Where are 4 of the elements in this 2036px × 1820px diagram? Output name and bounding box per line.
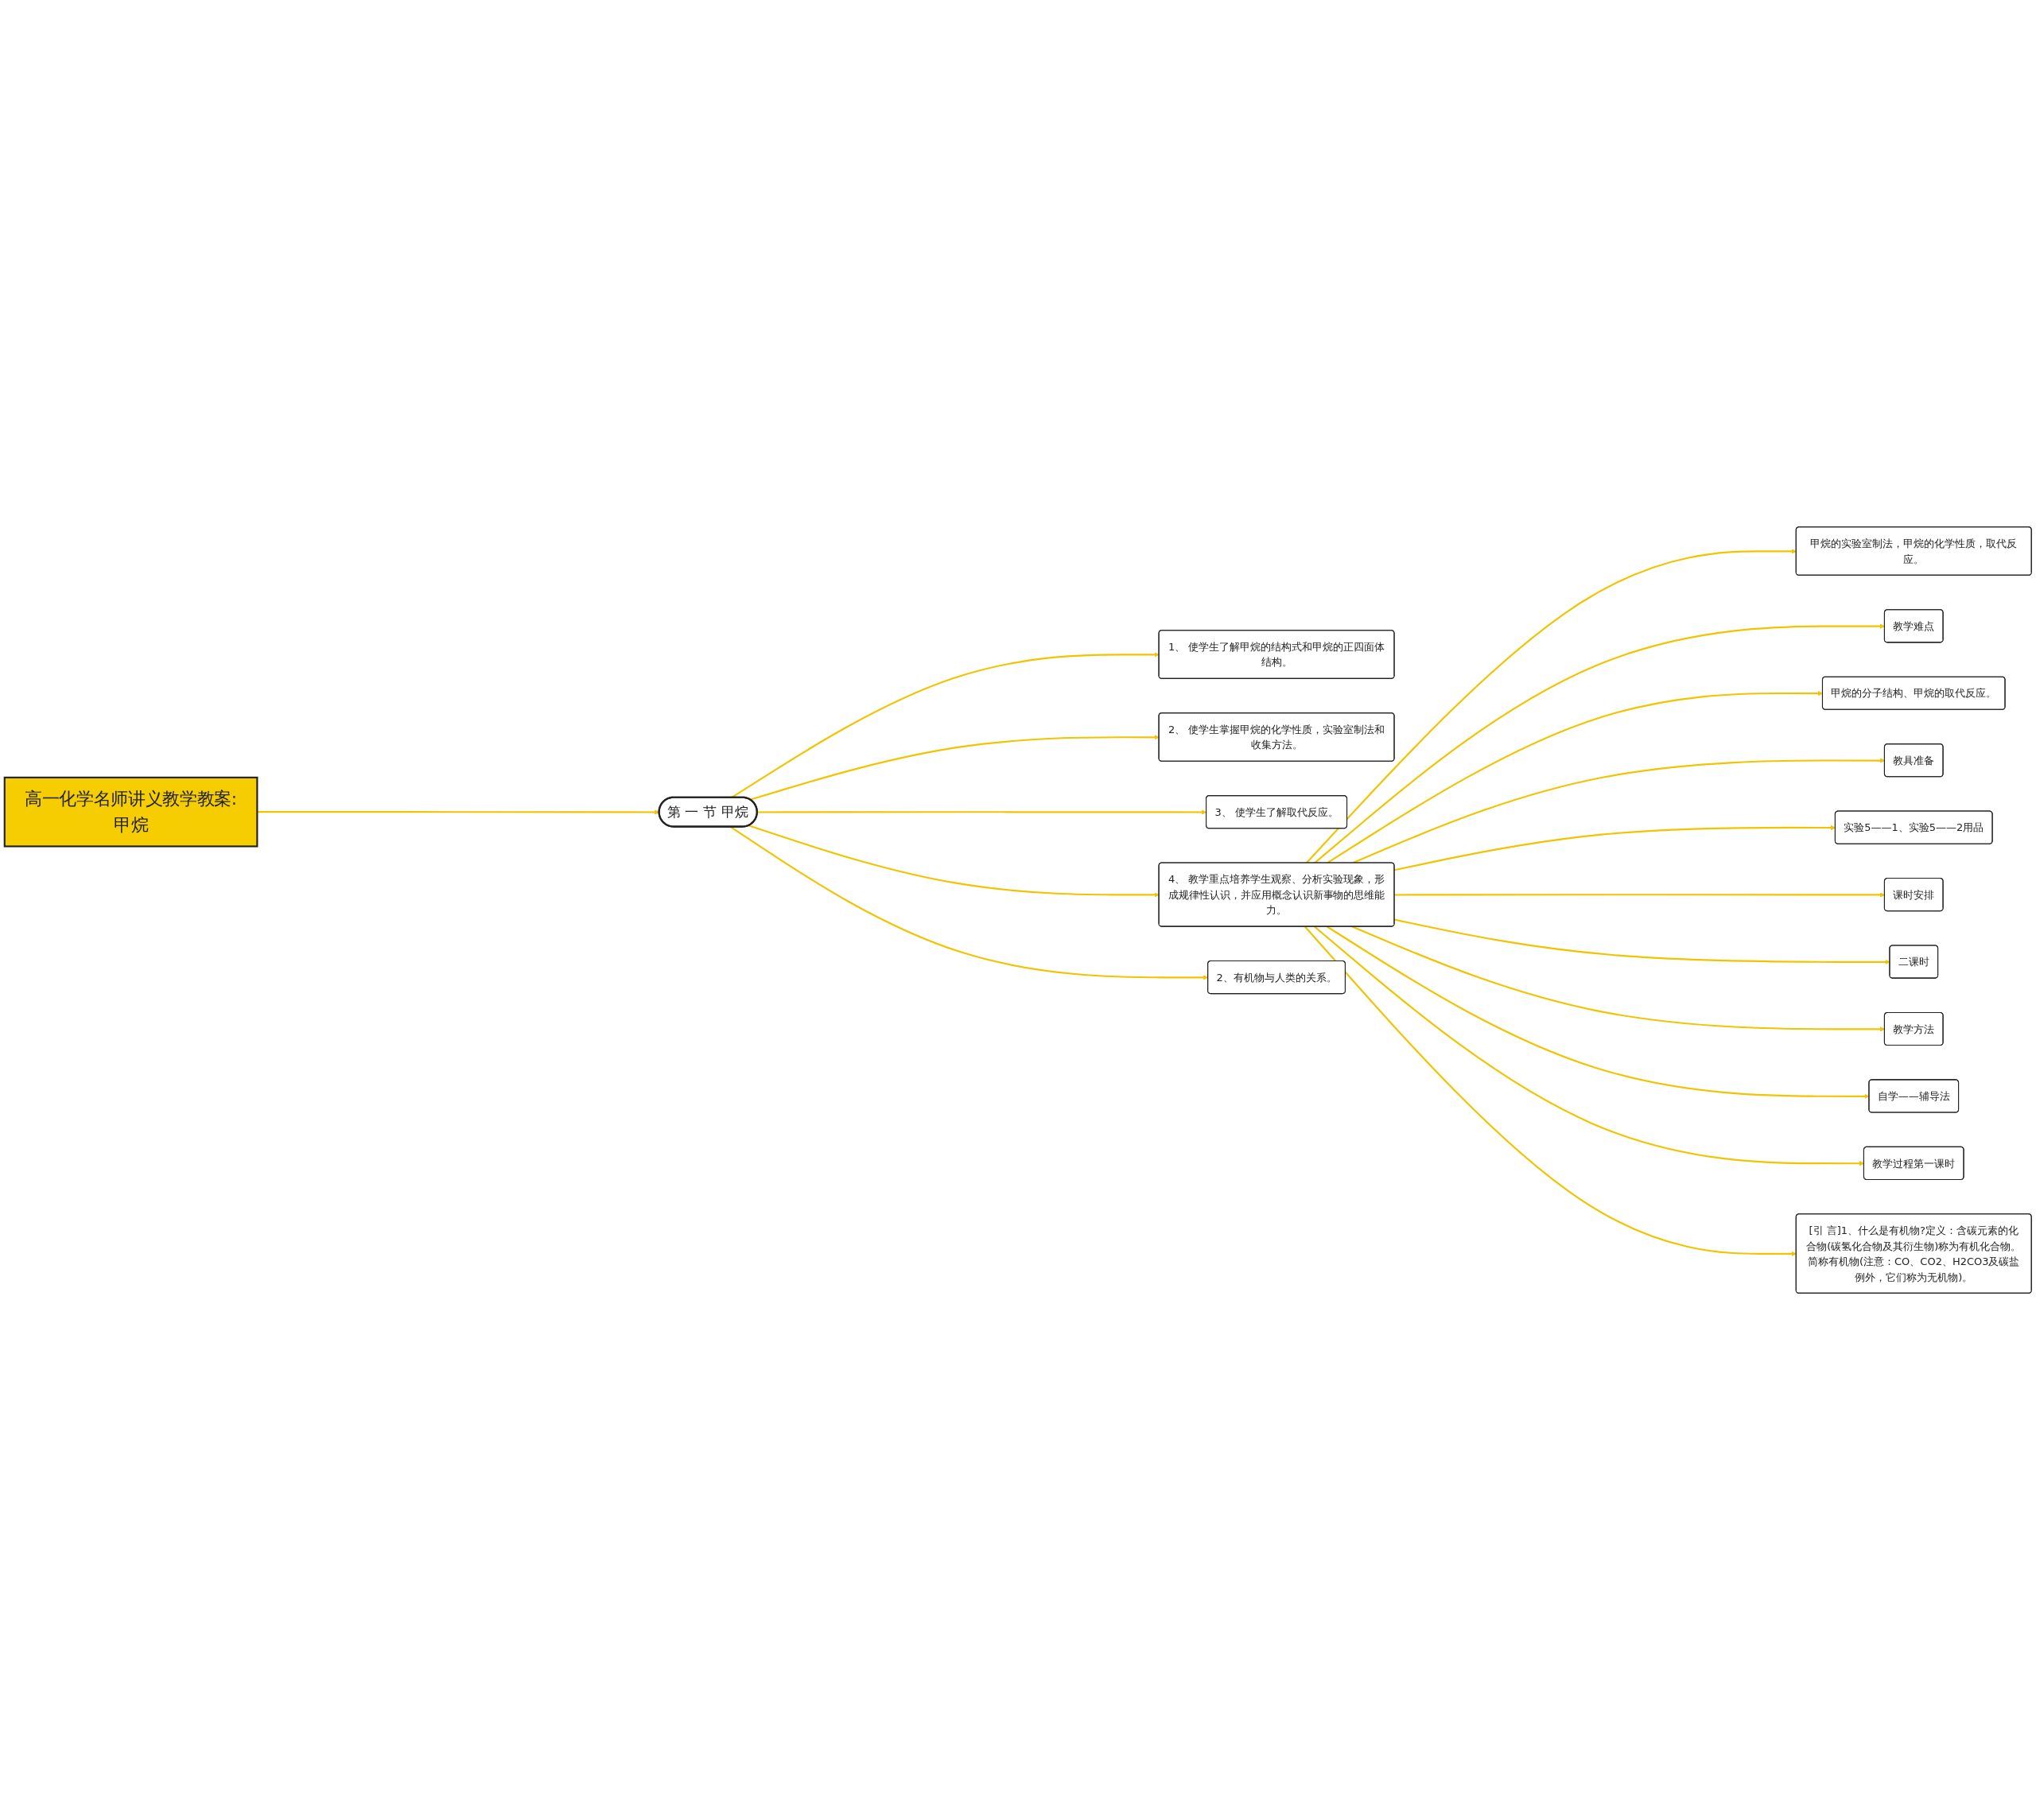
node-box (3, 776, 258, 848)
arrow (749, 735, 1160, 801)
arrow (1304, 926, 1797, 1257)
arrow (748, 825, 1160, 898)
